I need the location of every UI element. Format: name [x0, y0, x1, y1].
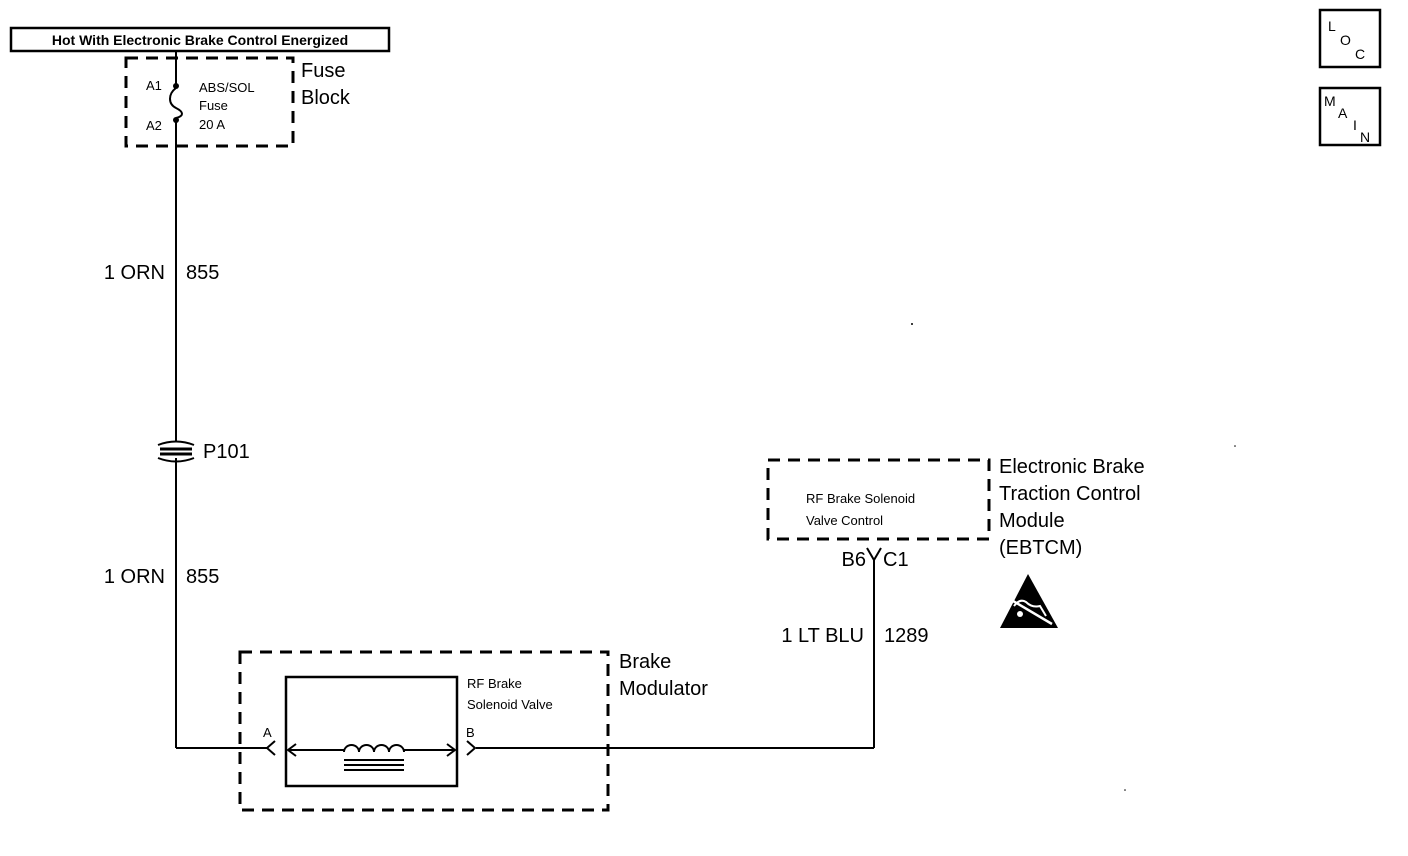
- ebtcm-pin-right: C1: [883, 549, 909, 571]
- loc-letter-o: O: [1340, 32, 1351, 48]
- wire-ebtcm-size-color: 1 LT BLU: [781, 625, 864, 647]
- energized-label-box: Hot With Electronic Brake Control Energi…: [9, 26, 391, 53]
- loc-button[interactable]: L O C: [1318, 8, 1382, 69]
- brake-modulator-outline: [238, 650, 610, 812]
- main-letter-n: N: [1360, 129, 1370, 145]
- scan-speck: [911, 323, 913, 325]
- ebtcm-title-line1: Electronic Brake: [999, 456, 1145, 478]
- valve-name-line2: Solenoid Valve: [467, 697, 553, 712]
- ebtcm-inner-line2: Valve Control: [806, 513, 883, 528]
- ebtcm-outline: [766, 458, 991, 541]
- energized-label: Hot With Electronic Brake Control Energi…: [52, 32, 348, 48]
- wire-lower-size-color: 1 ORN: [104, 566, 165, 588]
- main-letter-m: M: [1324, 93, 1336, 109]
- modulator-pin-a: A: [263, 725, 272, 740]
- ebtcm-inner-line1: RF Brake Solenoid: [806, 491, 915, 506]
- modulator-pin-b: B: [466, 725, 475, 740]
- inline-connector-icon: [157, 440, 195, 463]
- ebtcm-title-line2: Traction Control: [999, 483, 1141, 505]
- main-letter-a: A: [1338, 105, 1348, 121]
- connector-label: P101: [203, 441, 250, 463]
- brake-modulator: A B RF Brake Solenoid Valve Brake Modula…: [238, 650, 708, 812]
- fuse-name-line2: Fuse: [199, 98, 228, 113]
- ebtcm-module: RF Brake Solenoid Valve Control B6 C1 El…: [766, 456, 1145, 571]
- wire-ebtcm-circuit: 1289: [884, 625, 929, 647]
- ebtcm-pin-left: B6: [842, 549, 866, 571]
- main-letter-i: I: [1353, 117, 1357, 133]
- scan-speck: [1234, 445, 1236, 447]
- ebtcm-title-line4: (EBTCM): [999, 537, 1082, 559]
- fuse-block-title-line2: Block: [301, 87, 351, 109]
- scan-speck: [1124, 789, 1126, 791]
- fuse-symbol-icon: [169, 51, 183, 123]
- valve-name-line1: RF Brake: [467, 676, 522, 691]
- fuse-pin-a2: A2: [146, 118, 162, 133]
- loc-letter-c: C: [1355, 46, 1365, 62]
- ebtcm-title-line3: Module: [999, 510, 1065, 532]
- brake-modulator-title-line1: Brake: [619, 651, 671, 673]
- fuse-block-outline: [124, 56, 295, 148]
- brake-modulator-title-line2: Modulator: [619, 678, 708, 700]
- solenoid-coil-icon: [343, 744, 405, 771]
- esd-warning-icon: [1000, 574, 1058, 628]
- fuse-pin-a1: A1: [146, 78, 162, 93]
- solenoid-valve-box: [284, 675, 459, 788]
- fuse-name-line1: ABS/SOL: [199, 80, 255, 95]
- wire-upper-size-color: 1 ORN: [104, 262, 165, 284]
- fuse-block: A1 A2 ABS/SOL Fuse 20 A Fuse Block: [124, 51, 351, 148]
- wire-855: [175, 120, 268, 749]
- wire-1289: [476, 547, 882, 749]
- fuse-block-title-line1: Fuse: [301, 60, 345, 82]
- loc-letter-l: L: [1328, 18, 1336, 34]
- main-button[interactable]: M A I N: [1318, 86, 1382, 147]
- wire-upper-circuit: 855: [186, 262, 219, 284]
- fuse-name-line3: 20 A: [199, 117, 225, 132]
- wire-lower-circuit: 855: [186, 566, 219, 588]
